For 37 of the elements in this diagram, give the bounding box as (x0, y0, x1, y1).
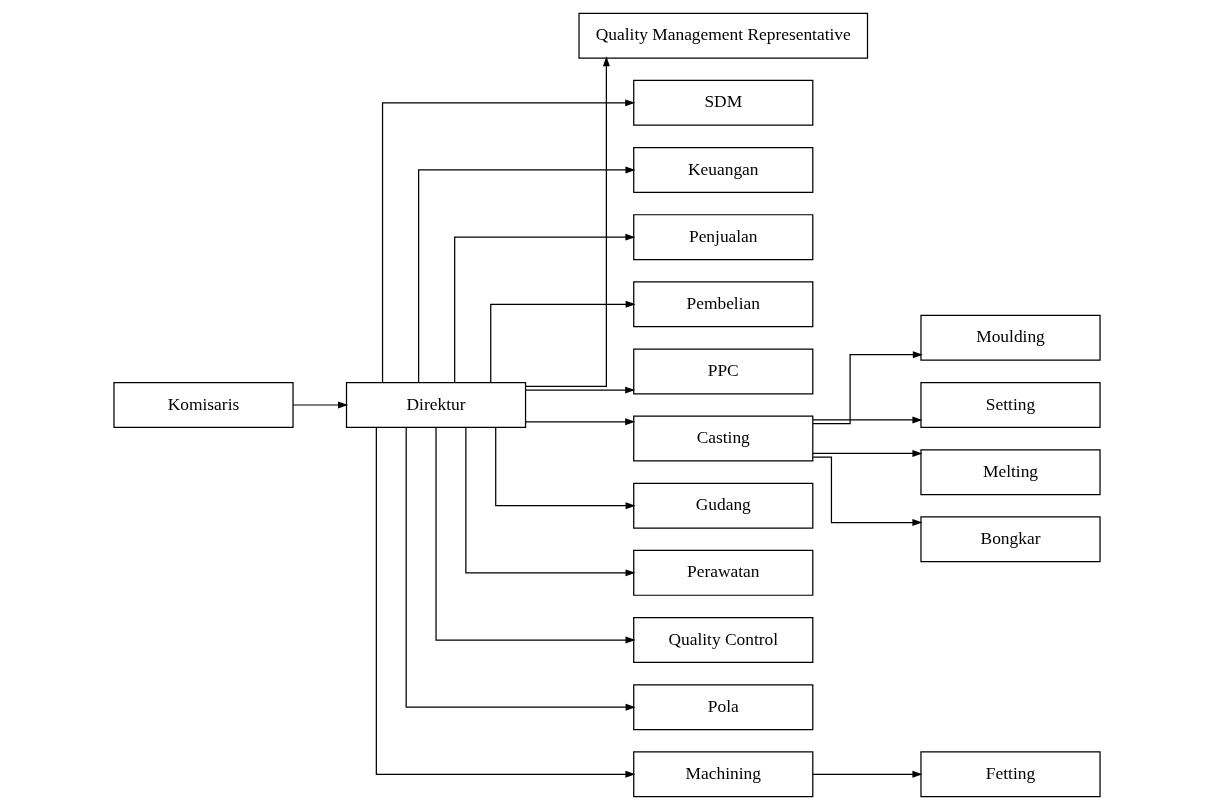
node-box: Melting (919, 449, 1101, 496)
arrow (524, 386, 635, 394)
node-box: Casting (632, 415, 813, 462)
node-box: Machining (632, 751, 813, 798)
node-box: Moulding (919, 314, 1101, 361)
node-box: Direktur (345, 382, 526, 428)
arrow (494, 427, 636, 510)
arrow (811, 456, 922, 526)
arrow (811, 351, 923, 425)
arrow (464, 427, 635, 577)
arrow (811, 416, 922, 424)
node-box: Setting (919, 382, 1101, 428)
arrow (291, 401, 348, 409)
node-box: Perawatan (632, 549, 813, 596)
node-box: Keuangan (632, 147, 813, 193)
node-box: Pembelian (632, 281, 813, 328)
node-box: PPC (632, 348, 813, 395)
arrow (524, 56, 610, 387)
arrow (453, 233, 635, 383)
arrow (811, 770, 922, 778)
node-box: Quality Control (632, 617, 813, 663)
node-box: Fetting (919, 751, 1101, 798)
arrow (524, 418, 635, 426)
arrow (489, 300, 636, 383)
arrow (381, 99, 635, 383)
node-box: Penjualan (632, 214, 813, 261)
node-box: Quality Management Representative (577, 12, 868, 59)
arrow (375, 426, 635, 778)
node-box: SDM (632, 79, 813, 126)
arrow (434, 426, 635, 644)
arrow (417, 166, 635, 384)
node-box: Gudang (632, 482, 813, 529)
node-box: Komisaris (112, 382, 294, 428)
arrow (405, 427, 636, 711)
arrow (811, 450, 922, 457)
node-box: Pola (632, 684, 813, 731)
node-box: Bongkar (919, 516, 1101, 563)
